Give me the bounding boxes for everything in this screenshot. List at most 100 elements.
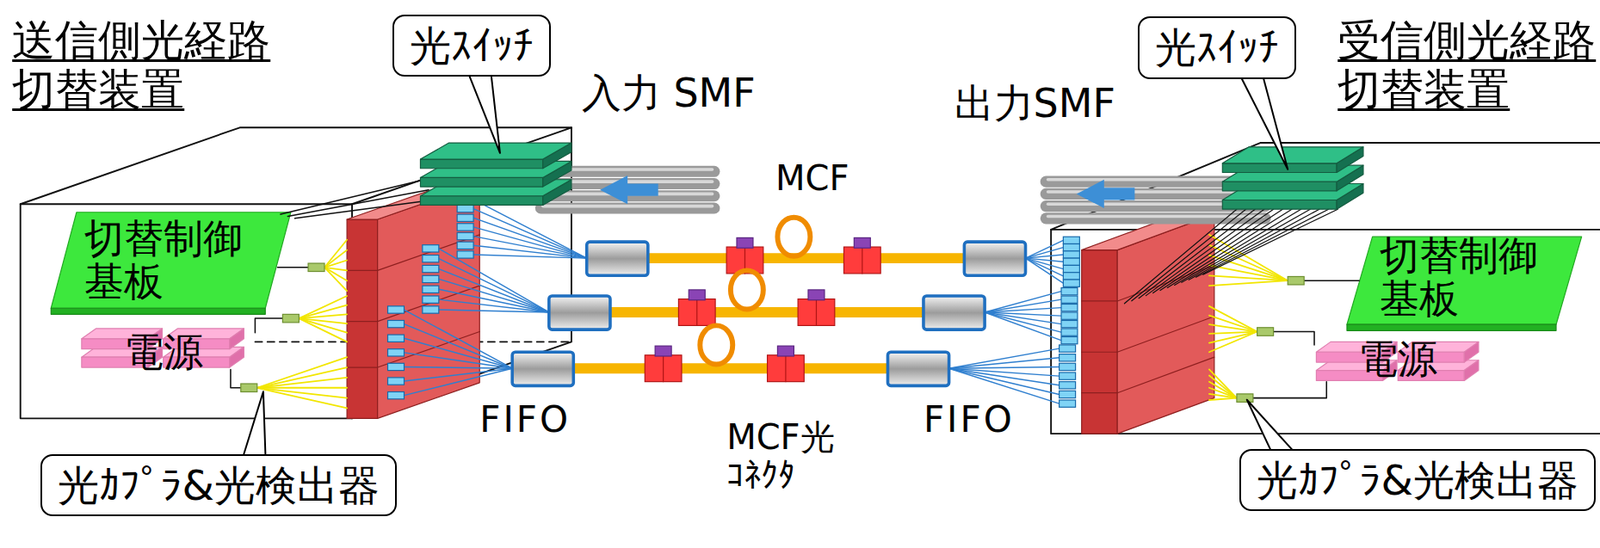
photo-detector bbox=[308, 263, 325, 272]
coupler-fan bbox=[1209, 394, 1237, 399]
photo-detector bbox=[1287, 276, 1304, 285]
fan-out-fiber bbox=[949, 348, 1060, 369]
fiber-port bbox=[1059, 400, 1076, 408]
fan-out-fiber bbox=[949, 366, 1060, 369]
mcf-connector-split bbox=[662, 355, 664, 383]
fiber-port bbox=[1061, 328, 1078, 336]
fiber-port bbox=[1059, 354, 1076, 362]
coupler-fan bbox=[324, 240, 347, 268]
smf-highlight bbox=[543, 204, 713, 209]
coupler-fan bbox=[324, 259, 347, 267]
board-label: 切替制御 基板 bbox=[1379, 234, 1539, 322]
control-wire bbox=[1181, 209, 1310, 283]
mcf-connector bbox=[767, 355, 805, 383]
multicore-fiber bbox=[573, 363, 888, 374]
fiber-port bbox=[1059, 390, 1076, 398]
fiber-port bbox=[388, 334, 405, 342]
fiber-port bbox=[422, 285, 439, 293]
port-label: 入力 SMF bbox=[581, 71, 756, 116]
power-block bbox=[1464, 341, 1479, 363]
fan-out-fiber bbox=[1025, 254, 1064, 259]
mcf-connector-split bbox=[815, 299, 817, 327]
device-housing: 送信側光経路 切替装置切替制御 基板電源 bbox=[20, 127, 572, 419]
fiber-label: MCF bbox=[775, 159, 849, 198]
fan-out-fiber bbox=[1025, 247, 1064, 259]
mcf-connector-split bbox=[696, 299, 698, 327]
fan-out-fiber bbox=[438, 309, 550, 313]
fan-out-fiber bbox=[949, 368, 1060, 395]
fiber-port bbox=[422, 296, 439, 303]
control-wire bbox=[1174, 209, 1302, 285]
mcf-connector-split bbox=[861, 247, 863, 274]
mcf-connector-cap bbox=[688, 290, 705, 301]
control-board-box: 切替制御 基板 bbox=[84, 216, 243, 304]
board-label: 切替制御 基板 bbox=[84, 216, 243, 304]
fifo-device bbox=[549, 296, 611, 330]
fiber-port bbox=[422, 255, 439, 263]
coupler-fan bbox=[1209, 382, 1237, 399]
port-label: 出力SMF bbox=[954, 81, 1116, 126]
fiber-port bbox=[457, 241, 474, 249]
fiber-port bbox=[1061, 336, 1078, 344]
power-block bbox=[1464, 360, 1479, 382]
fiber-port bbox=[422, 245, 439, 253]
fan-out-fiber bbox=[473, 209, 587, 260]
fiber-port bbox=[1059, 372, 1076, 380]
fan-out-fiber bbox=[438, 269, 550, 313]
fan-out-fiber bbox=[473, 217, 587, 259]
fan-out-fiber bbox=[438, 299, 550, 313]
callout-bubble: 光ｶﾌﾟﾗ&光検出器 bbox=[1239, 449, 1595, 513]
callout-text: 光ｽｲｯﾁ bbox=[409, 23, 534, 69]
fiber-port bbox=[457, 214, 474, 222]
fiber-ring bbox=[777, 217, 810, 257]
coupler-fan bbox=[1209, 388, 1237, 399]
flow-arrow bbox=[599, 175, 659, 204]
control-wire bbox=[230, 369, 241, 388]
control-wire bbox=[1303, 279, 1360, 282]
fiber-port bbox=[457, 204, 474, 212]
mcf-connector bbox=[797, 299, 835, 327]
fan-out-fiber bbox=[403, 324, 513, 370]
control-wire bbox=[295, 199, 433, 218]
fiber-port bbox=[1059, 382, 1076, 390]
module-division bbox=[346, 332, 480, 369]
optical-module bbox=[1081, 250, 1118, 435]
fiber-port bbox=[388, 392, 405, 400]
fan-out-fiber bbox=[473, 245, 587, 259]
switch-layer bbox=[1222, 147, 1364, 164]
photo-detector bbox=[282, 314, 299, 322]
device-heading: 送信側光経路 切替装置 bbox=[12, 16, 271, 116]
fiber-port bbox=[457, 251, 474, 259]
fiber-port bbox=[457, 232, 474, 240]
power-label: 電源 bbox=[1358, 337, 1438, 382]
power-label: 電源 bbox=[123, 330, 204, 375]
fifo-device bbox=[512, 352, 574, 386]
fiber-port bbox=[422, 275, 439, 283]
fan-out-fiber bbox=[1025, 258, 1064, 277]
coupler-fan bbox=[1209, 280, 1288, 286]
coupler-fan bbox=[298, 314, 347, 319]
switch-layer bbox=[1222, 199, 1337, 210]
fiber-port bbox=[1062, 265, 1080, 272]
callout-bubble: 光ｽｲｯﾁ bbox=[1137, 16, 1297, 80]
callout-pointer bbox=[469, 74, 501, 153]
fiber-port bbox=[388, 363, 405, 371]
fan-out-fiber bbox=[984, 312, 1062, 341]
module-division bbox=[346, 285, 480, 322]
housing-edge bbox=[20, 203, 353, 419]
device-heading: 受信側光経路 切替装置 bbox=[1337, 16, 1596, 116]
fiber-port bbox=[388, 306, 405, 314]
optical-module bbox=[377, 184, 481, 420]
fan-out-fiber bbox=[438, 259, 550, 313]
fiber-port bbox=[457, 223, 474, 231]
fifo-label: FIFO bbox=[923, 400, 1015, 440]
connector-label: MCF光 ｺﾈｸﾀ bbox=[726, 418, 834, 495]
coupler-fan bbox=[324, 250, 347, 268]
fiber-port bbox=[1062, 236, 1080, 244]
fifo-device bbox=[887, 352, 949, 386]
callout-text: 光ｶﾌﾟﾗ&光検出器 bbox=[1256, 457, 1578, 504]
control-wire bbox=[1203, 209, 1338, 275]
fan-out-fiber bbox=[984, 291, 1062, 313]
